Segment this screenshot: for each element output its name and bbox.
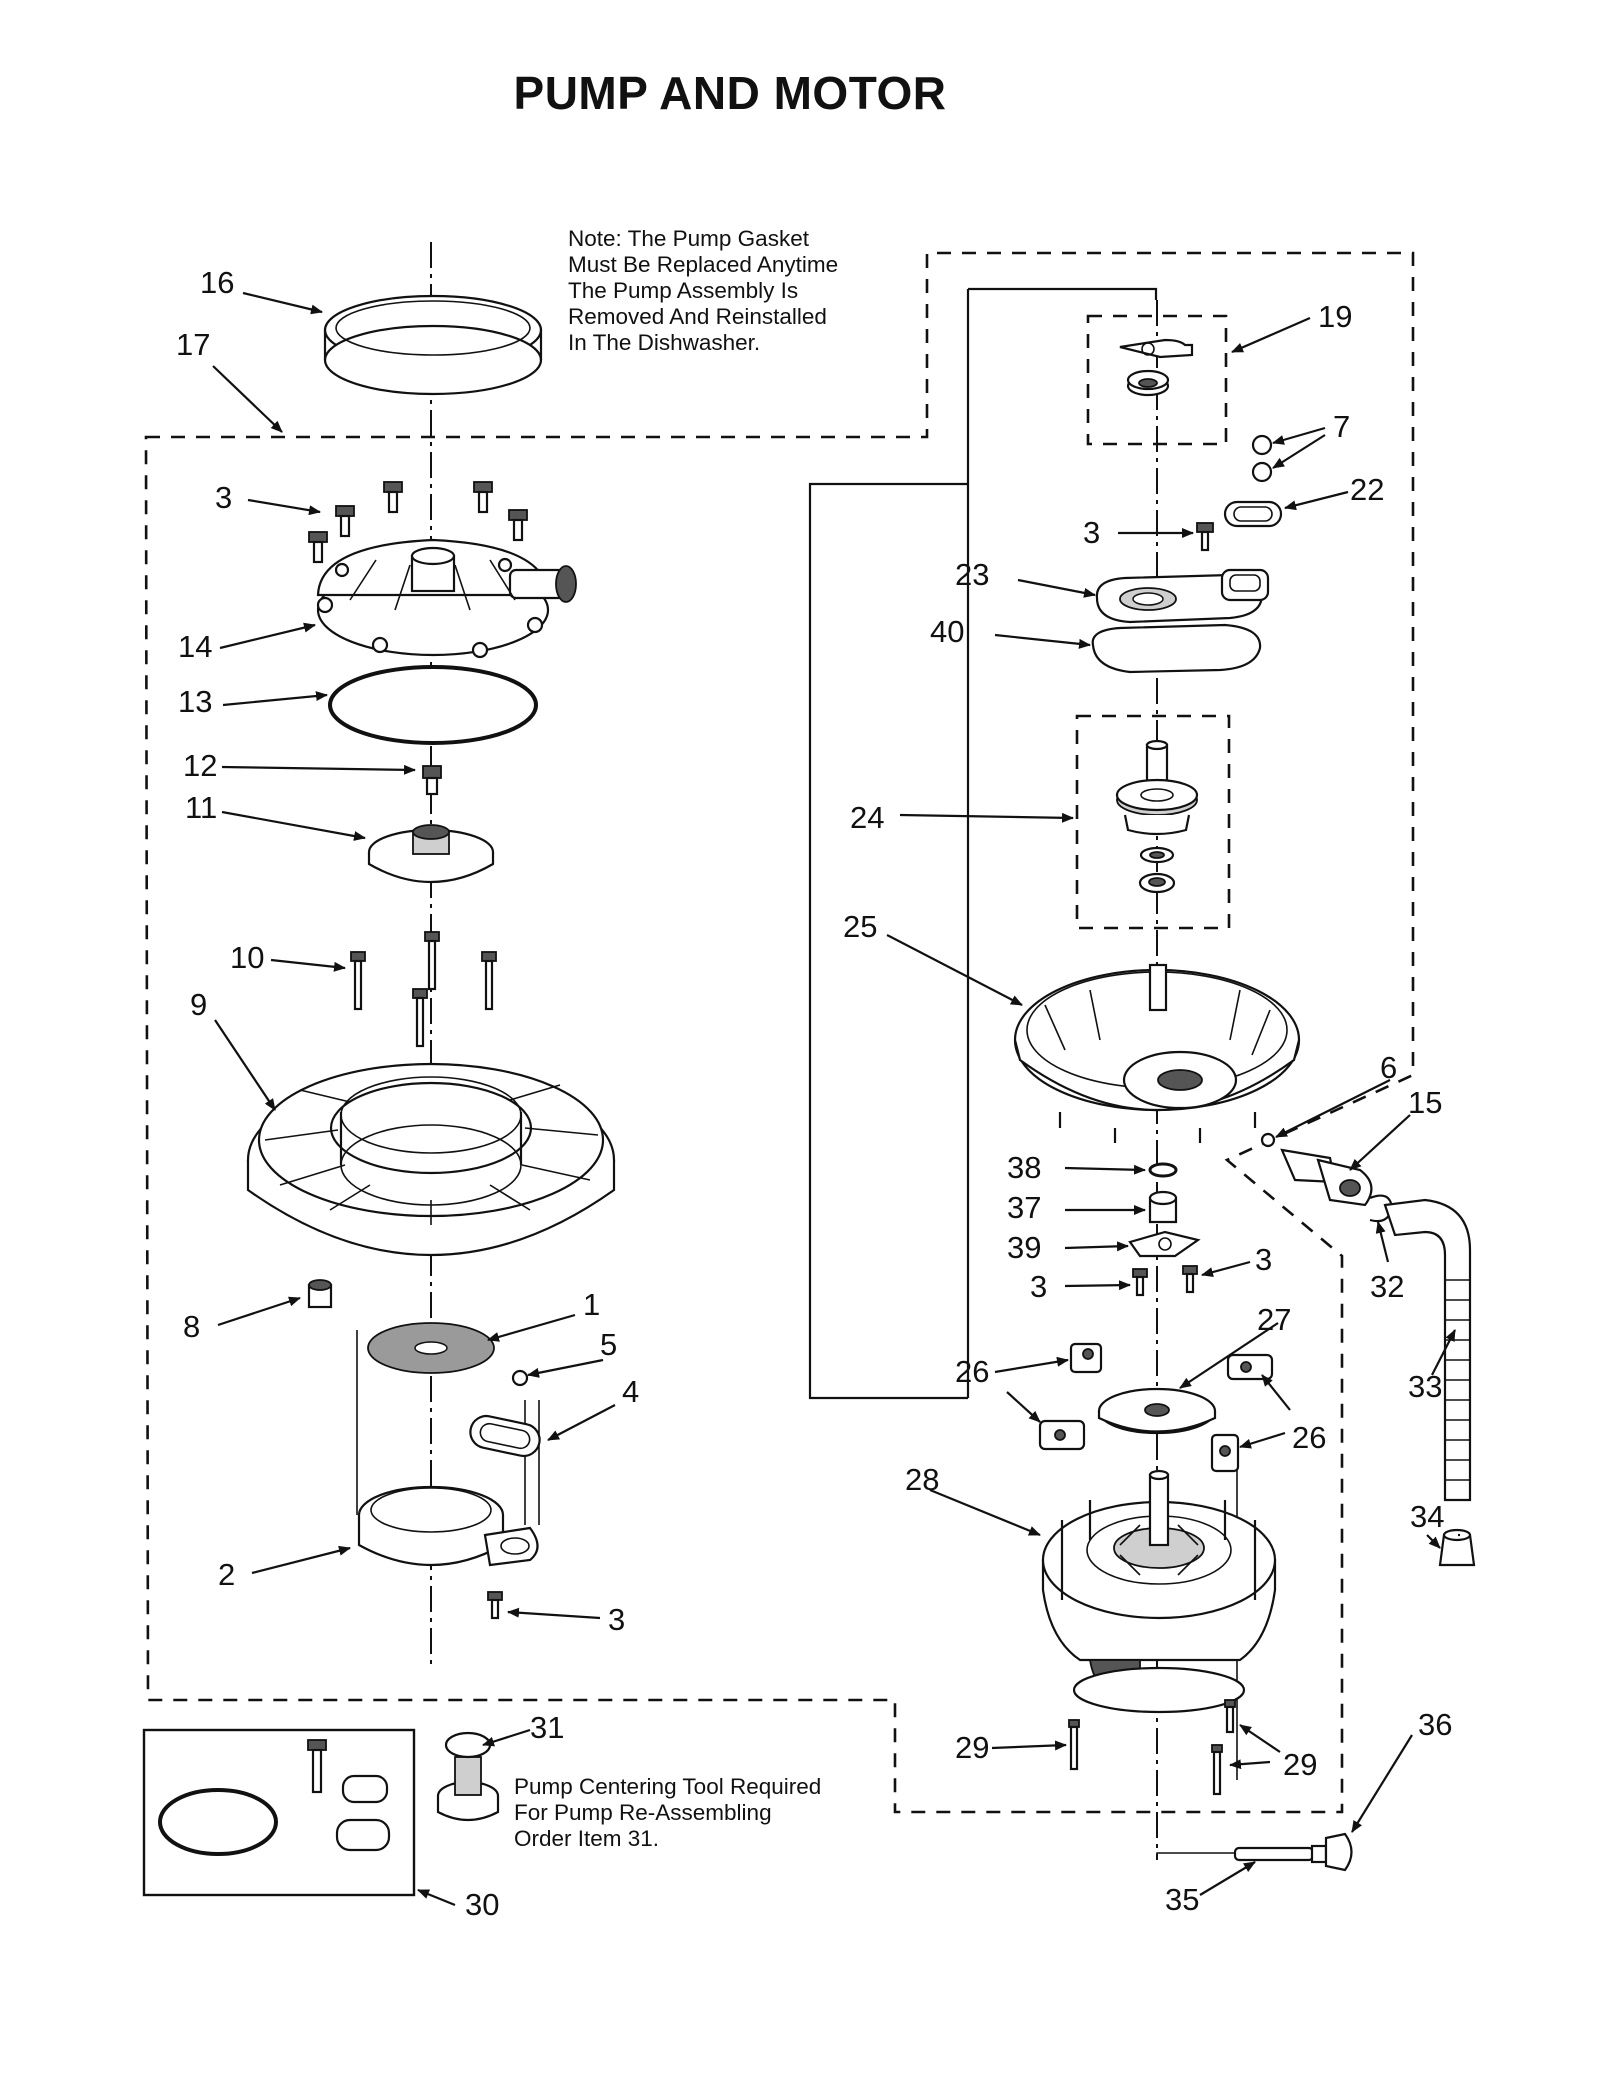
shaft-part-35 xyxy=(1233,1846,1315,1862)
callout-26-b: 26 xyxy=(1292,1420,1326,1455)
gasket-part-40 xyxy=(1091,623,1262,674)
callout-36: 36 xyxy=(1418,1707,1452,1742)
callout-22: 22 xyxy=(1350,472,1384,507)
plug-part-8 xyxy=(307,1279,333,1309)
callout-13: 13 xyxy=(178,684,212,719)
motor-assembly-outline xyxy=(808,287,1158,1400)
callout-30: 30 xyxy=(465,1887,499,1922)
callout-leader-lines xyxy=(212,291,1460,1907)
callout-8: 8 xyxy=(183,1309,200,1344)
pump-housing-part-14 xyxy=(316,538,577,659)
callout-28: 28 xyxy=(905,1462,939,1497)
o-ring-part-38 xyxy=(1148,1162,1178,1178)
callout-2: 2 xyxy=(218,1557,235,1592)
callout-11: 11 xyxy=(185,790,217,825)
motor-part-28 xyxy=(1041,1469,1277,1714)
callout-37: 37 xyxy=(1007,1190,1041,1225)
part-24-group-box xyxy=(1075,714,1231,930)
o-ring-part-13 xyxy=(328,665,538,745)
callout-10: 10 xyxy=(230,940,264,975)
motor-screws-part-29 xyxy=(1068,1699,1236,1796)
callout-33: 33 xyxy=(1408,1369,1442,1404)
filter-screen-part-1 xyxy=(367,1322,495,1374)
callout-38: 38 xyxy=(1007,1150,1041,1185)
callout-15: 15 xyxy=(1408,1085,1442,1120)
clip-and-spring-part-19 xyxy=(1119,338,1194,397)
drain-hose-part-33 xyxy=(1383,1198,1472,1502)
callout-27: 27 xyxy=(1257,1302,1291,1337)
callout-numbers: 16 17 3 14 13 12 11 10 9 8 1 5 4 2 3 19 … xyxy=(176,265,1452,1922)
callout-7: 7 xyxy=(1333,409,1350,444)
page-title: PUMP AND MOTOR xyxy=(513,67,947,119)
seal-part-22 xyxy=(1223,500,1283,528)
screw-part-3-right-upper xyxy=(1196,522,1214,552)
callout-29-a: 29 xyxy=(955,1730,989,1765)
pump-gasket-note: Note: The Pump Gasket Must Be Replaced A… xyxy=(568,226,839,355)
callout-6: 6 xyxy=(1380,1050,1397,1085)
bolts-part-10 xyxy=(350,931,497,1048)
callout-17: 17 xyxy=(176,327,210,362)
callout-3-d: 3 xyxy=(1030,1269,1047,1304)
callout-40: 40 xyxy=(930,614,964,649)
screws-part-3-right-lower xyxy=(1132,1265,1198,1297)
callout-24: 24 xyxy=(850,800,884,835)
ball-part-6 xyxy=(1260,1132,1276,1148)
kit-30-box xyxy=(142,1728,416,1897)
callout-19: 19 xyxy=(1318,299,1352,334)
callout-12: 12 xyxy=(183,748,217,783)
motor-mounts-part-26 xyxy=(1038,1342,1274,1473)
callout-31: 31 xyxy=(530,1710,564,1745)
impeller-part-11 xyxy=(367,824,495,884)
callout-16: 16 xyxy=(200,265,234,300)
callout-14: 14 xyxy=(178,629,212,664)
callout-3-a: 3 xyxy=(215,480,232,515)
pump-gasket-part-16 xyxy=(323,294,543,396)
disc-part-27 xyxy=(1097,1387,1217,1435)
motor-mount-part-25 xyxy=(1013,963,1301,1143)
callout-25: 25 xyxy=(843,909,877,944)
pump-base-part-9 xyxy=(246,1062,616,1256)
callout-1: 1 xyxy=(583,1287,600,1322)
seal-part-4 xyxy=(469,1414,541,1458)
callout-3-b: 3 xyxy=(608,1602,625,1637)
pump-cover-screws xyxy=(308,481,528,564)
balls-part-7 xyxy=(1251,434,1273,483)
callout-23: 23 xyxy=(955,557,989,592)
knob-part-36 xyxy=(1310,1832,1353,1872)
callout-39: 39 xyxy=(1007,1230,1041,1265)
seal-part-37 xyxy=(1148,1190,1178,1224)
callout-34: 34 xyxy=(1410,1499,1444,1534)
centering-tool-part-31 xyxy=(436,1731,500,1822)
hose-cap-part-34 xyxy=(1438,1528,1476,1567)
drain-axis-line xyxy=(1156,1852,1248,1860)
callout-35: 35 xyxy=(1165,1882,1199,1917)
callout-32: 32 xyxy=(1370,1269,1404,1304)
callout-3-e: 3 xyxy=(1255,1242,1272,1277)
callout-9: 9 xyxy=(190,987,207,1022)
callout-4: 4 xyxy=(622,1374,639,1409)
callout-26-a: 26 xyxy=(955,1354,989,1389)
gear-assembly-part-24 xyxy=(1115,739,1199,894)
centering-tool-note: Pump Centering Tool Required For Pump Re… xyxy=(514,1774,822,1851)
bracket-part-39 xyxy=(1128,1230,1201,1258)
ball-part-5 xyxy=(511,1369,529,1387)
callout-29-b: 29 xyxy=(1283,1747,1317,1782)
callout-3-c: 3 xyxy=(1083,515,1100,550)
plate-part-23 xyxy=(1095,568,1270,624)
pump-assembly-boundary-17 xyxy=(144,251,1415,1814)
callout-5: 5 xyxy=(600,1327,617,1362)
kit-part-30 xyxy=(158,1739,391,1856)
pump-alignment-lines xyxy=(356,1330,540,1525)
lower-pump-housing-part-2 xyxy=(357,1485,539,1567)
screw-part-12 xyxy=(422,765,442,796)
screw-part-3-lower xyxy=(487,1591,503,1620)
valve-part-15 xyxy=(1280,1148,1373,1207)
